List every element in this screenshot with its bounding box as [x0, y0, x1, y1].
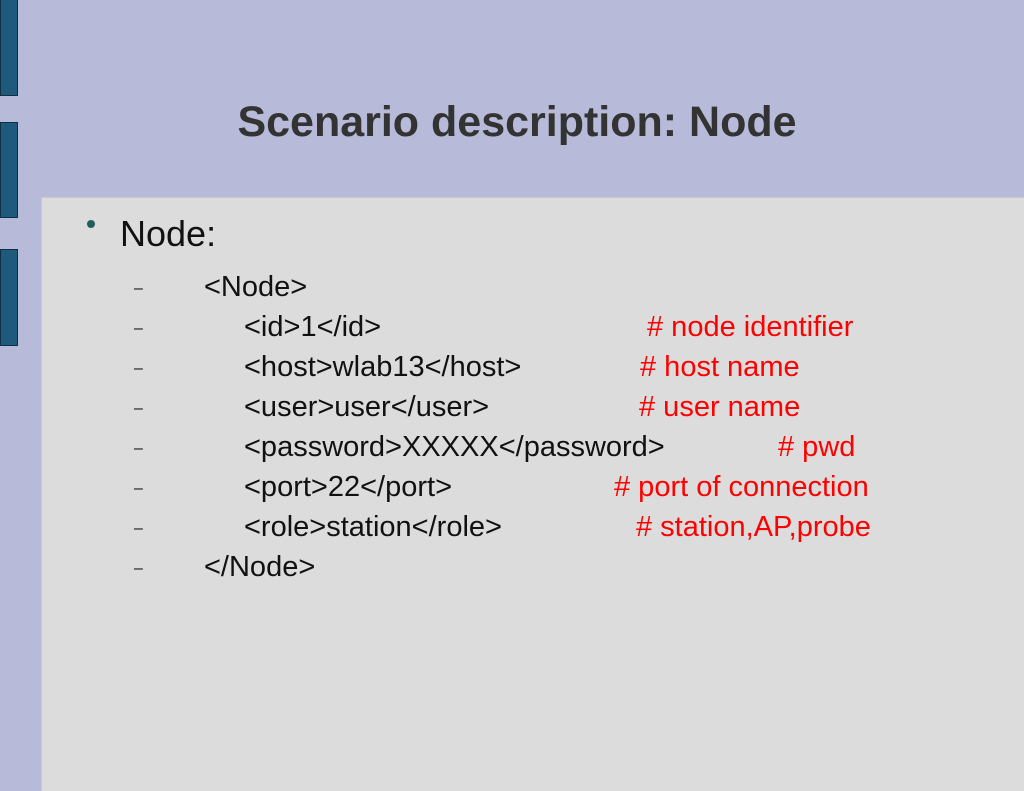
bullet-item: Node: [42, 198, 642, 252]
code-comment: # port of connection [614, 471, 869, 503]
code-line: – <port>22</port> # port of connection [42, 470, 1024, 506]
code-line: – <user>user</user> # user name [42, 390, 1024, 426]
bullet-dot-icon [87, 220, 95, 228]
dash-icon: – [134, 280, 143, 297]
code-comment: # host name [640, 351, 800, 383]
slide-content: Node: – <Node> – <id>1</id> # node ident… [41, 197, 1024, 791]
code-line: – <password>XXXXX</password> # pwd [42, 430, 1024, 466]
code-line: – <Node> [42, 270, 1024, 306]
side-bar-middle [0, 122, 18, 218]
code-line: – <role>station</role> # station,AP,prob… [42, 510, 1024, 546]
code-line: – <id>1</id> # node identifier [42, 310, 1024, 346]
dash-icon: – [134, 400, 143, 417]
code-text: <role>station</role> [244, 511, 502, 543]
code-comment: # pwd [778, 431, 856, 463]
code-comment: # user name [639, 391, 801, 423]
code-comment: # station,AP,probe [636, 511, 871, 543]
bullet-label: Node: [120, 213, 217, 254]
dash-icon: – [134, 320, 143, 337]
code-text: <id>1</id> [244, 311, 382, 343]
code-text: <user>user</user> [244, 391, 490, 423]
side-bar-top [0, 0, 18, 96]
code-comment: # node identifier [647, 311, 854, 343]
dash-icon: – [134, 440, 143, 457]
dash-icon: – [134, 480, 143, 497]
code-text: </Node> [204, 551, 316, 583]
code-text: <host>wlab13</host> [244, 351, 522, 383]
code-text: <port>22</port> [244, 471, 452, 503]
code-text: <Node> [204, 271, 308, 303]
dash-icon: – [134, 560, 143, 577]
dash-icon: – [134, 520, 143, 537]
dash-icon: – [134, 360, 143, 377]
code-line: – </Node> [42, 550, 1024, 586]
slide-title: Scenario description: Node [237, 98, 797, 146]
side-bar-bottom [0, 249, 18, 346]
code-text: <password>XXXXX</password> [244, 431, 665, 463]
code-line: – <host>wlab13</host> # host name [42, 350, 1024, 386]
